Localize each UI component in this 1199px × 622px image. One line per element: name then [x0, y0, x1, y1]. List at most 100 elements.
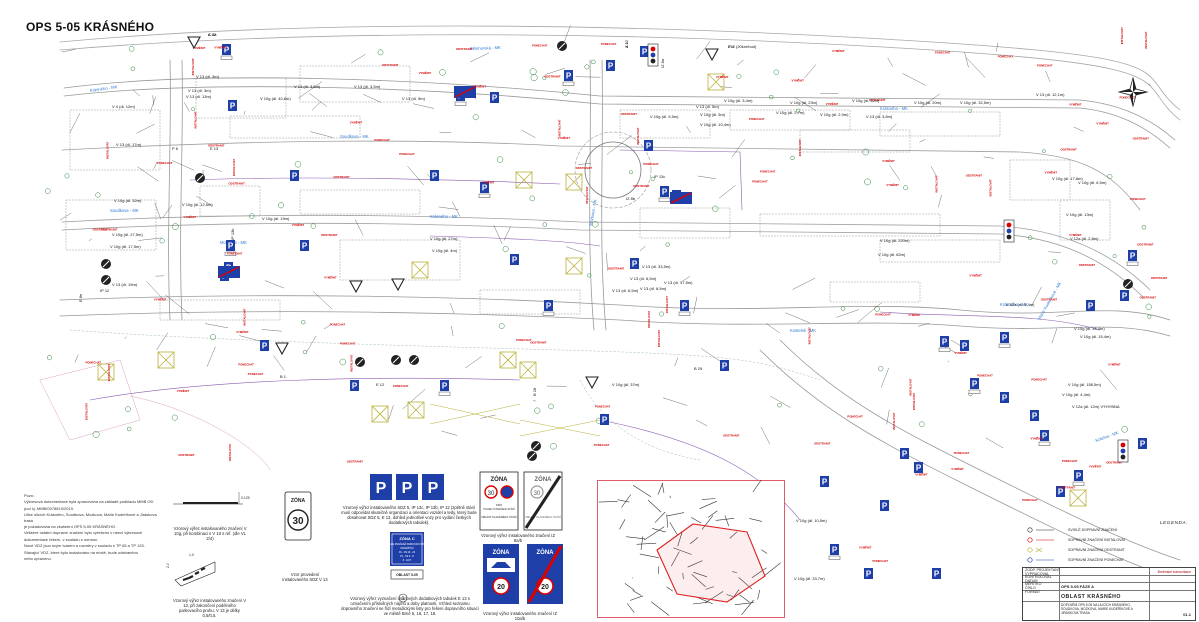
overview-street [757, 589, 761, 600]
tree-icon [249, 213, 255, 219]
building-outline [69, 109, 161, 171]
svg-text:ZÓNA: ZÓNA [535, 475, 553, 483]
svg-text:ZÓNA: ZÓNA [537, 548, 555, 556]
round-sign-icon [355, 357, 365, 367]
vertical-sign-label: V 10g (dl. 6,5m) [1078, 180, 1107, 185]
install-note: VYMĚNIT [716, 74, 729, 79]
tree-icon [171, 223, 179, 230]
svg-text:20: 20 [541, 584, 549, 591]
overview-street [666, 514, 668, 528]
project-name: OPS 5-05 FÁZE A [1061, 584, 1094, 589]
install-note: ODSTRANIT [1133, 137, 1150, 141]
leader-line [310, 131, 333, 138]
install-note: PONECHAT [873, 559, 889, 563]
overview-street [624, 583, 635, 591]
sign-code-label: IP 13c [654, 174, 665, 179]
leader-line [450, 303, 455, 314]
leader-line [857, 302, 882, 323]
drawing-heading: OBLAST KRÁSNÉHO [1061, 594, 1121, 600]
triangle-sign-icon [187, 36, 201, 50]
install-note: VYMĚNIT [954, 350, 967, 355]
install-note: PONECHAT [393, 384, 409, 388]
install-note: ODSTRANIT [229, 182, 246, 186]
tree-icon [629, 170, 633, 175]
caption-iz8: Vzorový výřez instalovaného značení IZ 8… [480, 533, 555, 543]
parking-sign-icon: P [640, 46, 649, 57]
round-sign-icon [101, 275, 111, 285]
dim-label: 0,125 [241, 496, 250, 500]
install-note: PONECHAT [752, 180, 768, 184]
tree-icon [1112, 254, 1117, 259]
install-note: VYMĚNIT [184, 214, 197, 219]
tree-icon [874, 306, 880, 312]
note-line: pod čj. MMB/0078810/2019. [24, 505, 75, 511]
install-note: ODSTRANIT [1140, 296, 1157, 300]
building-outline [759, 213, 941, 237]
leader-line [351, 54, 366, 64]
building-outline [619, 109, 711, 139]
overview-street [666, 512, 685, 517]
install-note: INSTALOVAT [1120, 27, 1124, 45]
vertical-sign-label: V 13 (dl. 3m) [188, 88, 212, 93]
building-outline [229, 115, 361, 139]
install-note: VYMĚNIT [1089, 463, 1102, 468]
tree-icon [840, 306, 846, 311]
sign-code-label: B 29 [694, 366, 703, 371]
sign-code-label: E 8e [78, 293, 83, 302]
overview-street [669, 495, 671, 499]
install-note: PONECHAT [749, 117, 765, 121]
title-block-row-label: MĚŘÍTKO [1025, 582, 1042, 587]
leader-line [966, 57, 986, 78]
install-note: VYMĚNIT [177, 388, 190, 393]
install-note: ODSTRANIT [723, 434, 740, 438]
install-note: ODSTRANIT [456, 47, 473, 51]
install-note: ODSTRANIT [633, 184, 650, 188]
overview-street [701, 515, 714, 530]
overview-street [661, 482, 665, 493]
leader-line [902, 73, 926, 86]
install-note: ODSTRANIT [576, 166, 593, 170]
note-line: Ulice ulicích Krásného, Soudkova, Mozkov… [24, 512, 157, 523]
notes-block: Pozn.:Výkresová dokumentace byla zpracov… [24, 493, 159, 562]
tree-icon [542, 75, 547, 80]
install-note: VYMĚNIT [214, 45, 227, 50]
svg-text:30: 30 [292, 516, 304, 527]
overview-street [671, 551, 680, 567]
install-note: INSTALOVAT [989, 179, 993, 197]
parking-sign-icon: P [968, 378, 981, 394]
svg-text:P: P [492, 94, 498, 103]
tree-icon [562, 89, 569, 96]
overview-street [734, 602, 754, 605]
round-sign-icon [1123, 279, 1133, 289]
leader-line [184, 102, 190, 112]
parking-sign-icon: P [1120, 290, 1129, 301]
leader-line [521, 129, 536, 138]
overview-street [752, 480, 762, 493]
install-note: PONECHAT [340, 341, 356, 345]
sign-code-label: IP 12 [100, 288, 110, 293]
overview-street [729, 531, 738, 539]
install-note: PONECHAT [1031, 377, 1047, 381]
tree-icon [159, 238, 165, 244]
leader-line [887, 57, 893, 67]
leader-line [804, 64, 817, 79]
install-note: VYMĚNIT [859, 545, 872, 550]
leader-line [663, 397, 688, 406]
svg-text:P: P [546, 302, 552, 311]
caption-v10g: Vzorový výřez instalovaného značení V 10… [173, 526, 247, 541]
overview-street [738, 577, 753, 590]
parking-sign-icon: P [220, 44, 233, 60]
legend-title: LEGENDA: [1159, 520, 1188, 525]
leader-line [465, 356, 482, 369]
tree-icon [795, 108, 801, 113]
tree-icon [498, 323, 505, 329]
overview-street [644, 526, 665, 541]
install-note: ODSTRANIT [101, 227, 118, 231]
svg-text:OBLAST PLACENÉHO STÁNÍ: OBLAST PLACENÉHO STÁNÍ [525, 514, 561, 519]
zone-c-plate: ZÓNA C POUZE ZNAČENÁ PARKOVACÍ MÍSTA ORA… [386, 532, 429, 580]
install-note: VYMĚNIT [350, 119, 363, 124]
vertical-sign-label: V 10g (dl. 220m) [880, 238, 910, 243]
